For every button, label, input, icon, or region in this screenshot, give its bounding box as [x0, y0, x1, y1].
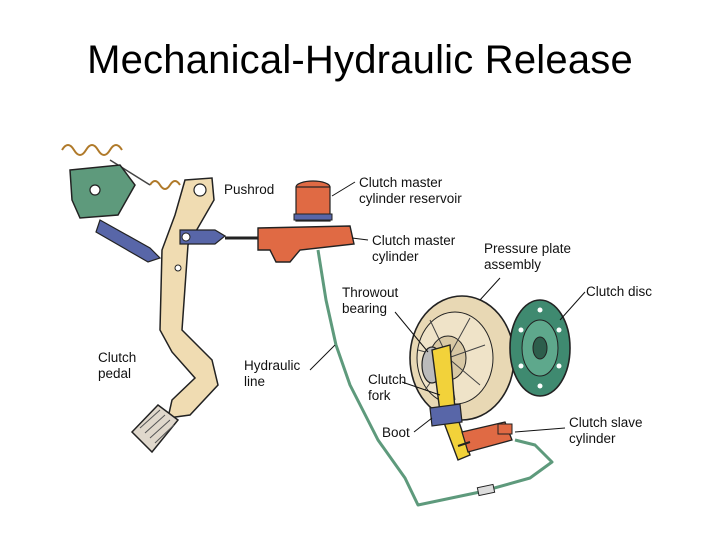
leader-boot	[413, 417, 433, 433]
leader-hydraulic-line	[309, 344, 336, 371]
line-coupling	[476, 483, 496, 497]
leader-lines	[309, 181, 586, 433]
leader-slave	[514, 427, 566, 433]
bracket-pivot	[89, 184, 101, 196]
pushrod	[179, 229, 262, 245]
return-spring-lower	[109, 159, 181, 190]
slide-title: Mechanical-Hydraulic Release	[87, 38, 633, 82]
master-cylinder-reservoir	[293, 180, 333, 222]
label-throwout-bearing: Throwout bearing	[342, 285, 399, 316]
leader-fork	[401, 381, 441, 396]
pedal-pivot	[193, 183, 207, 197]
fork-boot	[429, 403, 463, 427]
clutch-disc	[509, 299, 571, 397]
leader-reservoir	[331, 181, 356, 197]
return-spring-top	[61, 144, 123, 156]
master-cylinder	[257, 225, 355, 263]
label-master-cylinder: Clutch master cylinder	[372, 233, 456, 264]
leader-clutch-disc	[559, 291, 586, 321]
label-boot: Boot	[382, 425, 410, 440]
label-slave-cylinder: Clutch slave cylinder	[569, 415, 643, 446]
label-clutch-disc: Clutch disc	[586, 284, 653, 299]
clutch-pedal-arm	[159, 177, 219, 419]
pedal-pad	[130, 404, 180, 454]
leader-pressure-plate	[479, 277, 501, 301]
label-pushrod: Pushrod	[224, 182, 275, 197]
label-pressure-plate: Pressure plate assembly	[484, 241, 572, 272]
clutch-slave-cylinder	[457, 421, 513, 453]
leader-throwout	[394, 311, 429, 353]
leader-master-cylinder	[351, 237, 369, 241]
linkage-rod	[95, 219, 162, 263]
label-hydraulic-line: Hydraulic line	[244, 358, 301, 389]
hydraulic-line	[316, 249, 554, 507]
pedal-bracket	[69, 164, 136, 219]
pedal-hole	[174, 264, 182, 272]
label-reservoir: Clutch master cylinder reservoir	[359, 175, 462, 206]
label-clutch-pedal: Clutch pedal	[98, 350, 137, 381]
label-clutch-fork: Clutch fork	[368, 372, 407, 403]
